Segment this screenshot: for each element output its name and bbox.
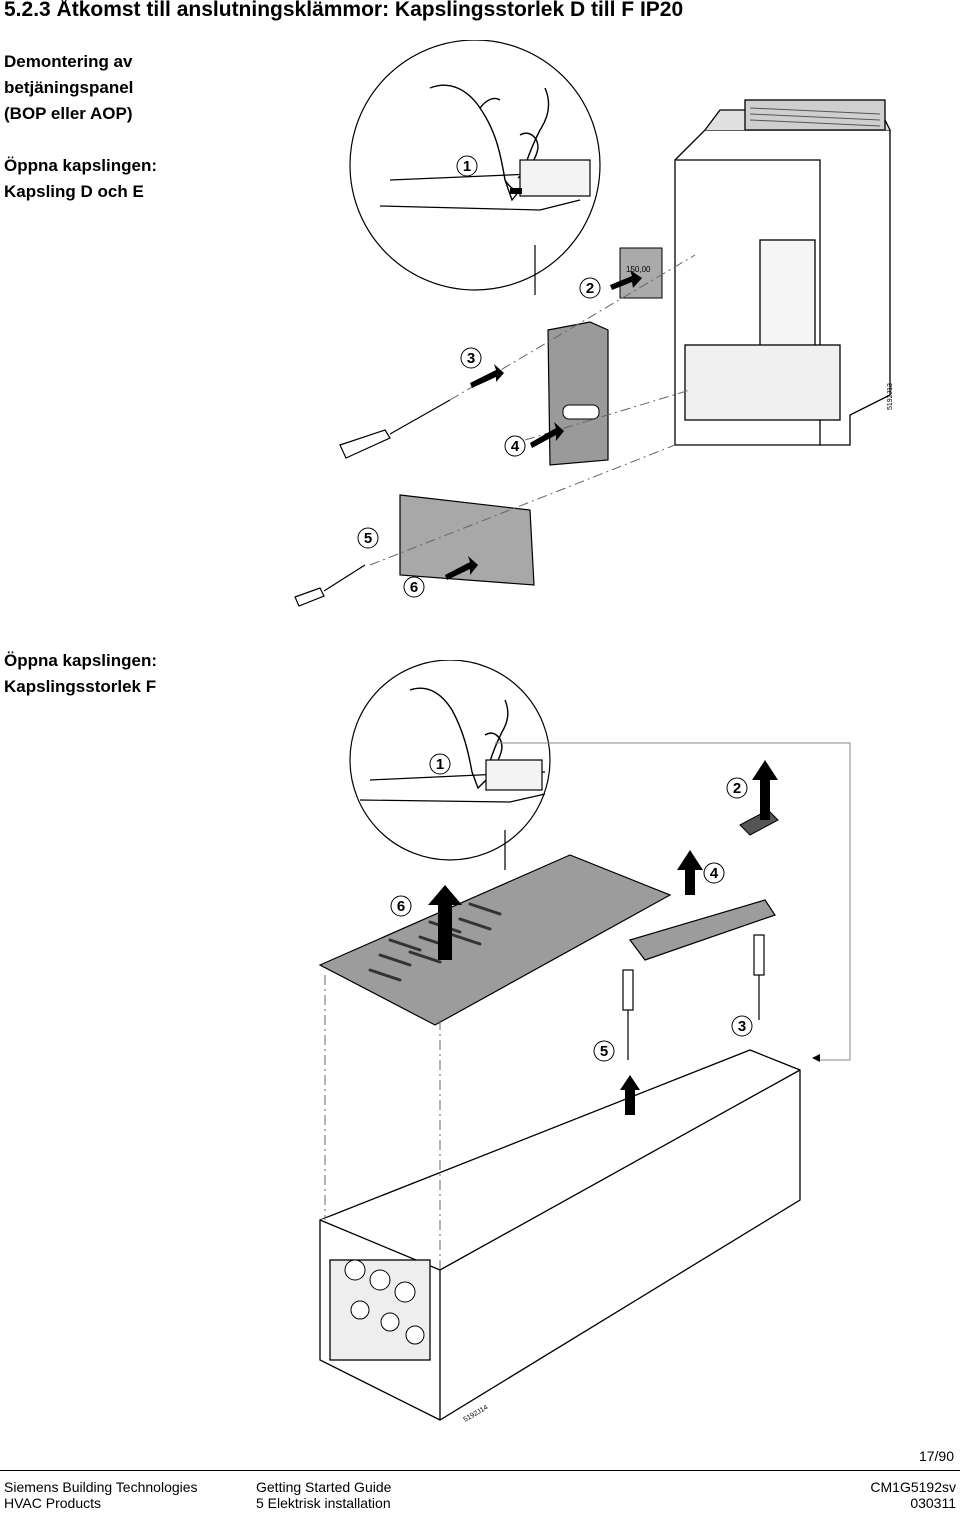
step-badge: 3 — [460, 347, 482, 369]
inverter-body — [674, 99, 891, 446]
footer-middle: Getting Started Guide 5 Elektrisk instal… — [256, 1479, 391, 1511]
step-badge: 4 — [504, 435, 526, 457]
step-number: 4 — [511, 438, 520, 455]
footer-text: HVAC Products — [4, 1495, 101, 1511]
screwdriver-icon — [753, 934, 765, 1020]
step-number: 1 — [436, 756, 444, 773]
label-line: Kapsling D och E — [4, 182, 144, 201]
footer-text: CM1G5192sv — [870, 1479, 956, 1495]
label-line: Kapslingsstorlek F — [4, 677, 157, 696]
arrow-icon — [445, 270, 642, 580]
footer-text: 5 Elektrisk installation — [256, 1495, 391, 1511]
step-number: 5 — [364, 530, 372, 547]
step-number: 2 — [733, 780, 741, 797]
cover-slot — [562, 404, 600, 420]
bottom-cover — [399, 494, 535, 586]
section1-sublabel: Öppna kapslingen: Kapsling D och E — [4, 153, 157, 205]
figure-enclosure-d-e: 150,00 1 2 3 4 5 6 5192J13 — [294, 40, 894, 607]
step-badge: 2 — [579, 277, 601, 299]
step-number: 3 — [467, 350, 475, 367]
step-badge: 3 — [731, 1015, 753, 1037]
step-badge: 5 — [593, 1040, 615, 1062]
vent-slots — [749, 107, 881, 127]
footer-left: Siemens Building Technologies HVAC Produ… — [4, 1479, 198, 1511]
step-number: 1 — [463, 158, 471, 175]
screwdriver-icon — [294, 564, 366, 607]
section2-sublabel: Öppna kapslingen: Kapslingsstorlek F — [4, 648, 157, 700]
figure-code: 5192J14 — [463, 1404, 490, 1424]
footer-text: Siemens Building Technologies — [4, 1479, 198, 1495]
label-line: Öppna kapslingen: — [4, 156, 158, 175]
label-line: (BOP eller AOP) — [4, 104, 133, 123]
bop-panel — [739, 809, 779, 836]
step-badge: 6 — [390, 895, 412, 917]
arrow-icon — [428, 760, 820, 1115]
screwdriver-icon — [339, 399, 451, 459]
inverter-body — [319, 1049, 801, 1421]
step-badge: 1 — [429, 753, 451, 775]
step-number: 3 — [738, 1018, 746, 1035]
step-badge: 5 — [357, 527, 379, 549]
label-line: Öppna kapslingen: — [4, 651, 158, 670]
figure-code: 5192J13 — [887, 383, 894, 410]
step-badge: 1 — [456, 155, 478, 177]
panel-detail — [359, 759, 546, 870]
panel-detail — [379, 159, 591, 295]
latch — [510, 188, 522, 194]
label-line: betjäningspanel — [4, 78, 134, 97]
top-cover — [318, 854, 672, 1026]
small-cover — [629, 899, 776, 961]
screwdriver-icon — [622, 969, 634, 1060]
footer-divider — [0, 1470, 960, 1471]
step-number: 6 — [397, 898, 405, 915]
step-number: 5 — [600, 1043, 608, 1060]
guide-lines — [324, 975, 441, 1270]
step-number: 2 — [586, 280, 594, 297]
bop-display: 150,00 — [626, 265, 651, 274]
footer-text: Getting Started Guide — [256, 1479, 392, 1495]
step-number: 4 — [710, 865, 719, 882]
step-badges: 1 2 4 6 3 5 — [390, 753, 753, 1062]
page-number: 17/90 — [918, 1448, 954, 1464]
front-cover — [547, 321, 609, 466]
step-badge: 4 — [703, 862, 725, 884]
footer-right: CM1G5192sv 030311 — [870, 1479, 956, 1511]
leader-line — [495, 742, 851, 1061]
section-heading: 5.2.3 Åtkomst till anslutningsklämmor: K… — [4, 0, 684, 21]
figure-enclosure-f: 1 2 4 6 3 5 5192J14 — [318, 660, 851, 1424]
step-badge: 2 — [726, 777, 748, 799]
step-badges: 1 2 3 4 5 6 — [357, 155, 601, 598]
cable-glands — [344, 1259, 425, 1345]
step-number: 6 — [410, 579, 418, 596]
step-badge: 6 — [403, 576, 425, 598]
bop-panel — [619, 247, 663, 299]
detail-circle — [349, 660, 551, 861]
footer-text: 030311 — [910, 1495, 956, 1511]
label-line: Demontering av — [4, 52, 133, 71]
section1-label: Demontering av betjäningspanel (BOP elle… — [4, 49, 133, 127]
